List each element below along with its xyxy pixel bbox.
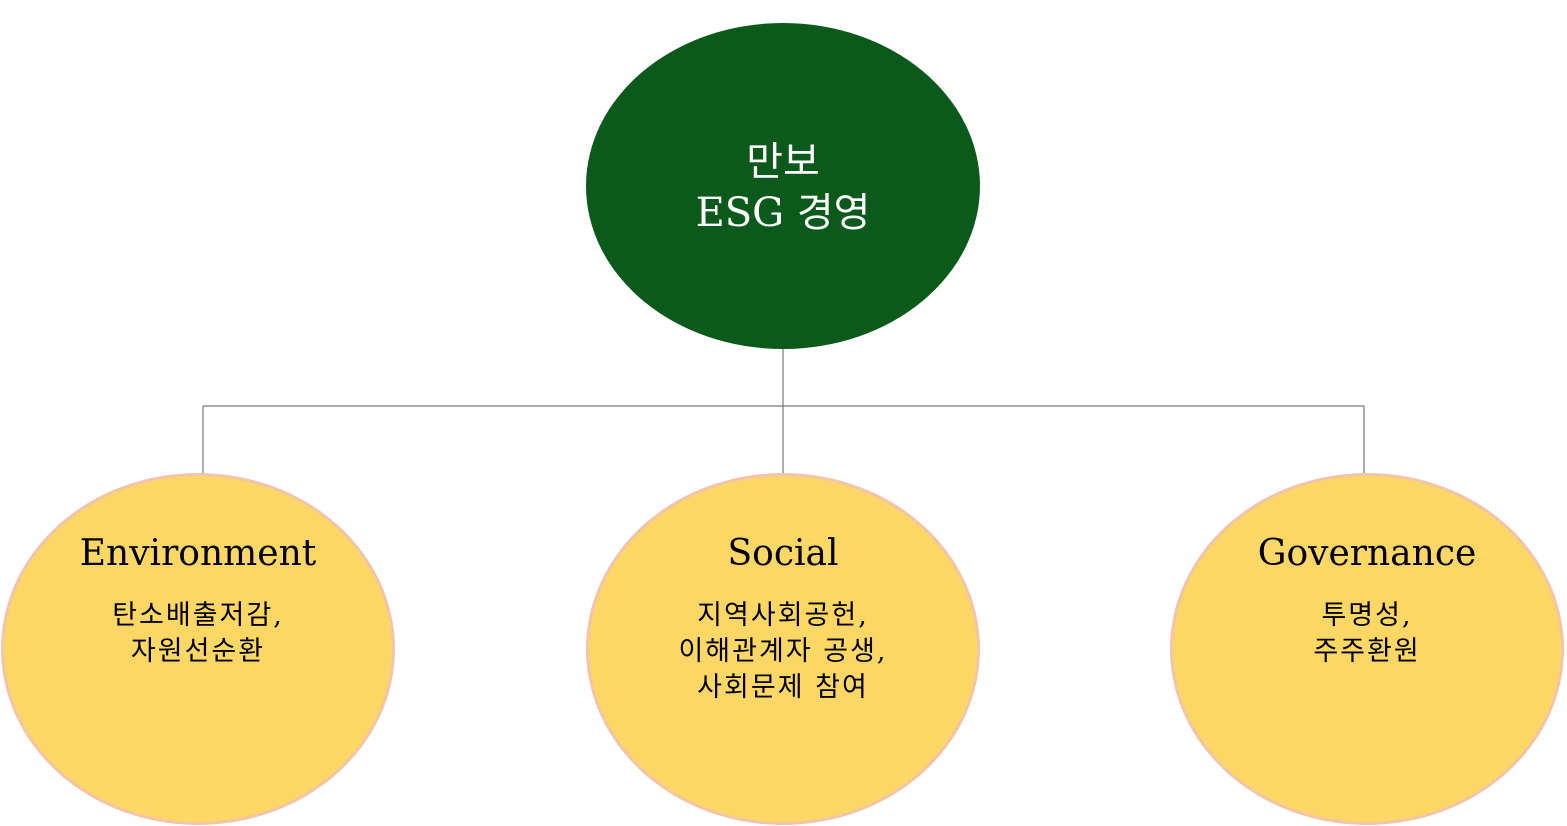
governance-description: 투명성, 주주환원 (1313, 598, 1420, 670)
social-desc-line-1: 지역사회공헌, (697, 600, 869, 631)
environment-description: 탄소배출저감, 자원선순환 (112, 598, 284, 670)
child-node-governance: Governance 투명성, 주주환원 (1170, 473, 1564, 825)
child-node-social: Social 지역사회공헌, 이해관계자 공생, 사회문제 참여 (586, 473, 980, 825)
social-description: 지역사회공헌, 이해관계자 공생, 사회문제 참여 (678, 598, 887, 706)
governance-desc-line-1: 투명성, (1321, 600, 1413, 631)
social-title: Social (727, 533, 839, 574)
social-desc-line-3: 사회문제 참여 (697, 672, 869, 703)
governance-title: Governance (1257, 533, 1477, 574)
child-node-environment: Environment 탄소배출저감, 자원선순환 (1, 473, 395, 825)
root-title-line1: 만보 (746, 139, 820, 185)
environment-desc-line-2: 자원선순환 (130, 636, 266, 667)
environment-title: Environment (79, 533, 317, 574)
social-desc-line-2: 이해관계자 공생, (678, 636, 888, 667)
governance-desc-line-2: 주주환원 (1313, 636, 1421, 667)
root-title-line2: ESG 경영 (695, 190, 871, 236)
environment-desc-line-1: 탄소배출저감, (112, 600, 284, 631)
root-node-esg-management: 만보 ESG 경영 (586, 23, 980, 349)
